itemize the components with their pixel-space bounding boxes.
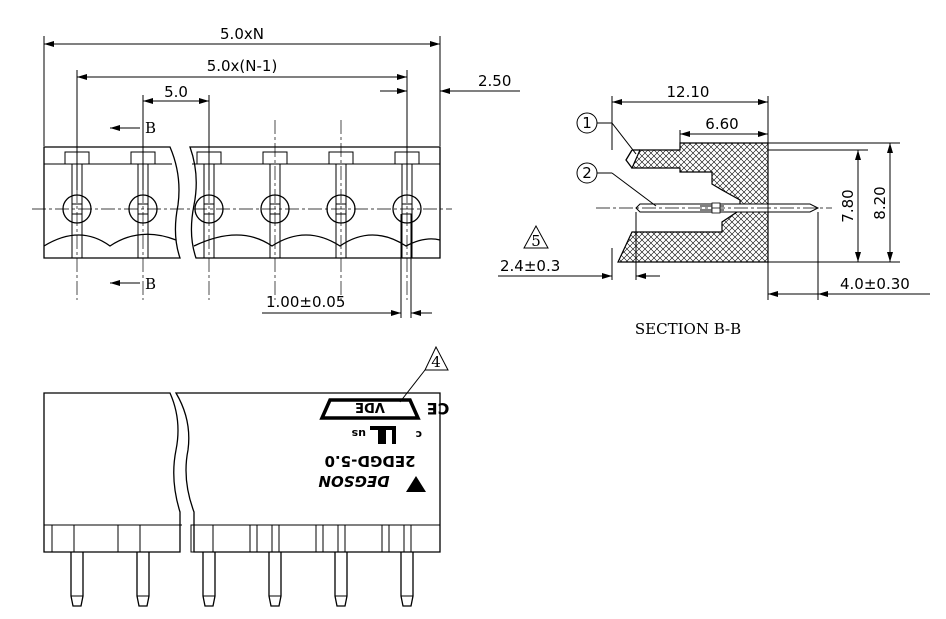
front-cell	[190, 524, 214, 553]
ce-mark: CE	[427, 399, 450, 418]
note-5: 5	[531, 232, 541, 250]
dim-pitch: 5.0	[164, 83, 188, 101]
callout-2: 2	[582, 164, 592, 182]
note-4: 4	[431, 353, 441, 371]
dim-depth-total: 12.10	[667, 83, 710, 101]
front-cell	[117, 524, 141, 553]
front-pin	[400, 552, 414, 607]
front-pin	[334, 552, 348, 607]
front-view: 4 VDE CE c us 2EDGD-5.0 DEGSON	[43, 345, 450, 607]
section-dimensions: 12.10 6.60 7.80 8.20 2.4±0.3 4.0±0.30 1 …	[498, 83, 930, 338]
front-cell	[256, 524, 280, 553]
dim-pin-width: 1.00±0.05	[266, 293, 345, 311]
front-cell	[249, 524, 273, 553]
section-marker-top: B	[145, 119, 156, 137]
front-pin	[136, 552, 150, 607]
front-cell	[315, 524, 339, 553]
dim-overall-width: 5.0xN	[220, 25, 264, 43]
front-cell	[388, 524, 412, 553]
brand-name: DEGSON	[318, 472, 390, 490]
vde-mark: VDE	[355, 399, 385, 414]
section-view	[596, 142, 832, 300]
front-cell	[381, 524, 405, 553]
front-cell	[322, 524, 346, 553]
front-pin	[268, 552, 282, 607]
top-view: B B	[32, 119, 452, 300]
top-view-dimensions: 5.0xN 5.0x(N-1) 5.0 2.50 1.00±0.05	[43, 25, 520, 318]
dim-depth-body: 6.60	[705, 115, 738, 133]
dim-pin-protrusion: 2.4±0.3	[500, 257, 560, 275]
front-pin	[70, 552, 84, 607]
callout-1: 1	[582, 114, 592, 132]
product-markings: VDE CE c us 2EDGD-5.0 DEGSON	[318, 398, 450, 492]
dim-pin-tail: 4.0±0.30	[840, 275, 910, 293]
dim-height-inner: 7.80	[839, 189, 857, 222]
section-title: SECTION B-B	[635, 320, 741, 338]
front-cell	[51, 524, 75, 553]
dim-pin-span: 5.0x(N-1)	[207, 57, 278, 75]
ul-c: c	[415, 428, 422, 441]
ul-us: us	[351, 427, 366, 440]
dim-height-total: 8.20	[871, 186, 889, 219]
section-marker-bottom: B	[145, 275, 156, 293]
dim-edge-offset: 2.50	[478, 72, 511, 90]
front-pin	[202, 552, 216, 607]
part-number: 2EDGD-5.0	[325, 452, 416, 470]
